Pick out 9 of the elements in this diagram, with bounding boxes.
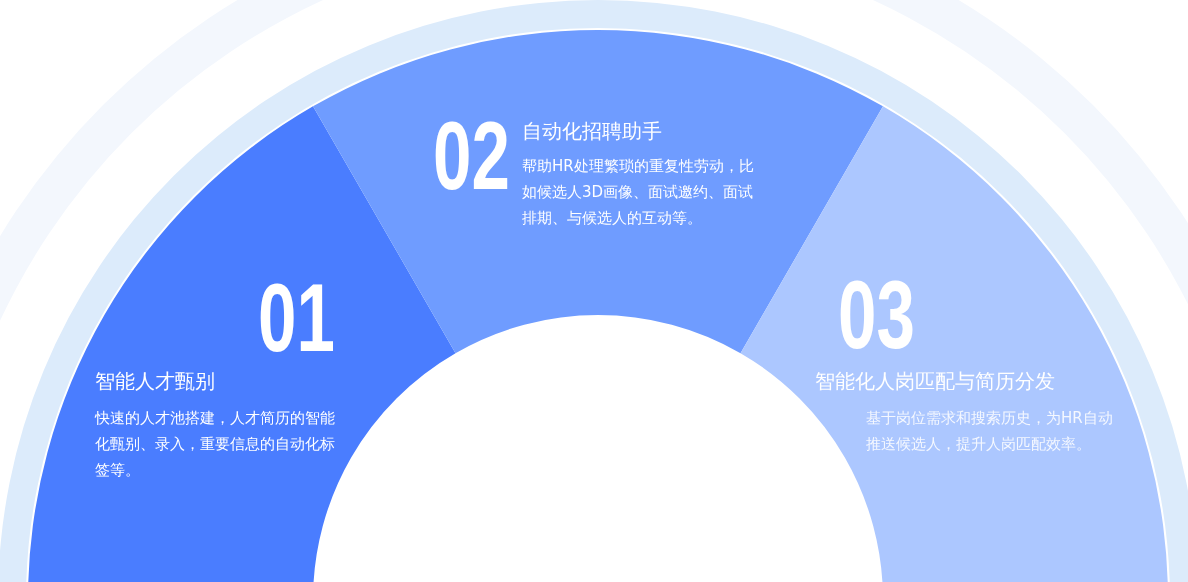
segment-title: 智能人才甄别 bbox=[95, 368, 215, 394]
segment-title: 智能化人岗匹配与简历分发 bbox=[815, 368, 1055, 394]
segment-description: 基于岗位需求和搜索历史，为HR自动推送候选人，提升人岗匹配效率。 bbox=[866, 408, 1114, 455]
step-number: 03 bbox=[838, 275, 915, 355]
segment-description: 快速的人才池搭建，人才简历的智能化甄别、录入，重要信息的自动化标签等。 bbox=[95, 408, 336, 481]
step-number: 02 bbox=[433, 116, 510, 196]
step-number: 01 bbox=[258, 278, 335, 358]
segment-title: 自动化招聘助手 bbox=[522, 118, 662, 144]
segment-description: 帮助HR处理繁琐的重复性劳动，比如候选人3D画像、面试邀约、面试排期、与候选人的互动等。 bbox=[522, 156, 755, 229]
